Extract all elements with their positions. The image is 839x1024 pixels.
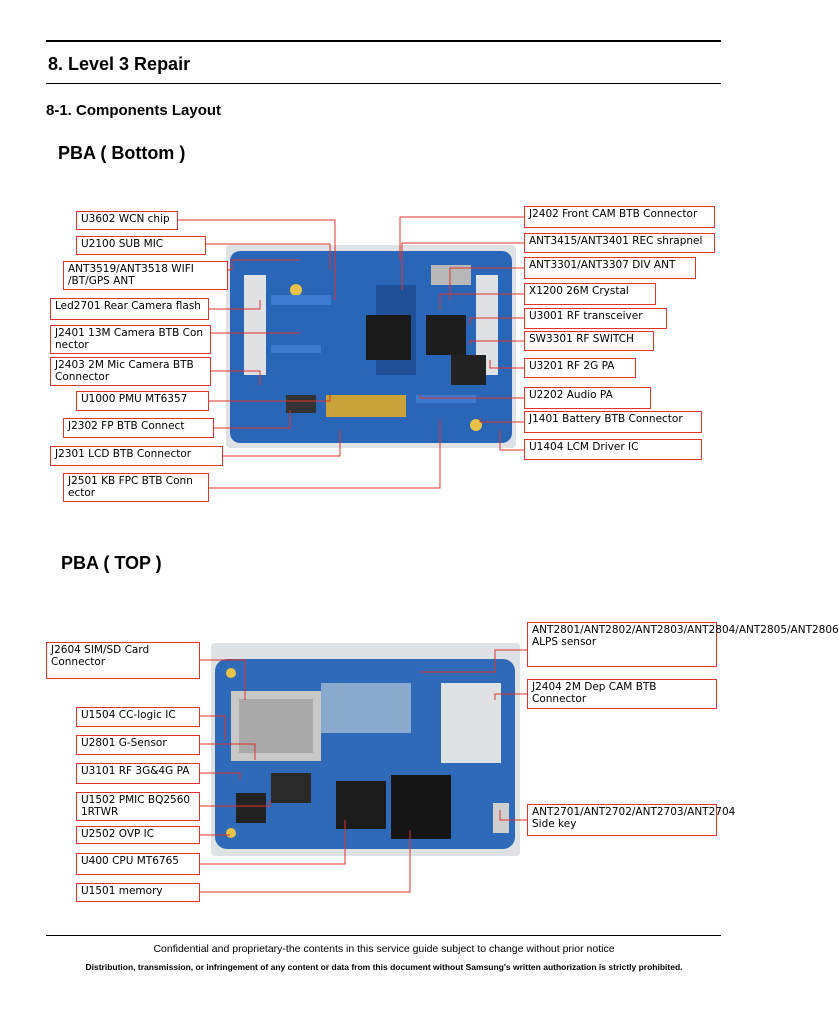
label-u2202: U2202 Audio PA [524, 387, 651, 409]
bottom-title: PBA ( Bottom ) [58, 143, 186, 163]
label-u400: U400 CPU MT6765 [76, 853, 200, 875]
top-rule [46, 40, 721, 42]
label-u3602: U3602 WCN chip [76, 211, 178, 230]
label-j2403: J2403 2M Mic Camera BTB Connector [50, 357, 211, 386]
label-u2502: U2502 OVP IC [76, 826, 200, 844]
subsection-title: 8-1. Components Layout [46, 102, 222, 119]
label-ant3519: ANT3519/ANT3518 WIFI /BT/GPS ANT [63, 261, 228, 290]
pba-bottom-board-photo [226, 245, 516, 448]
title-underline [46, 83, 721, 84]
label-u2801: U2801 G-Sensor [76, 735, 200, 755]
top-title: PBA ( TOP ) [61, 553, 162, 573]
label-j1401: J1401 Battery BTB Connector [524, 411, 702, 433]
label-u3201: U3201 RF 2G PA [524, 358, 636, 378]
label-j2501: J2501 KB FPC BTB Conn ector [63, 473, 209, 502]
label-sw3301: SW3301 RF SWITCH [524, 331, 654, 351]
label-x1200: X1200 26M Crystal [524, 283, 656, 305]
label-u1501: U1501 memory [76, 883, 200, 902]
label-j2402: J2402 Front CAM BTB Connector [524, 206, 715, 228]
label-u3101: U3101 RF 3G&4G PA [76, 763, 200, 784]
label-u1504: U1504 CC-logic IC [76, 707, 200, 727]
label-u1502: U1502 PMIC BQ2560 1RTWR [76, 792, 200, 821]
label-u1404: U1404 LCM Driver IC [524, 439, 702, 460]
label-led2701: Led2701 Rear Camera flash [50, 298, 209, 320]
label-u2100: U2100 SUB MIC [76, 236, 206, 255]
pba-top-board-photo [211, 643, 520, 856]
footer-confidential: Confidential and proprietary-the content… [153, 943, 615, 955]
label-u1000: U1000 PMU MT6357 [76, 391, 209, 411]
label-j2604: J2604 SIM/SD Card Connector [46, 642, 200, 679]
label-ant3301: ANT3301/ANT3307 DIV ANT [524, 257, 696, 279]
leader-lines [178, 216, 527, 893]
label-ant3415: ANT3415/ANT3401 REC shrapnel [524, 233, 715, 253]
footer-rule [46, 935, 721, 936]
label-j2401: J2401 13M Camera BTB Con nector [50, 325, 211, 354]
section-title: 8. Level 3 Repair [48, 54, 191, 74]
footer-distribution: Distribution, transmission, or infringem… [85, 962, 683, 972]
label-j2301: J2301 LCD BTB Connector [50, 446, 223, 466]
label-ant2801: ANT2801/ANT2802/ANT2803/ANT2804/ANT2805/… [527, 622, 839, 667]
label-u3001: U3001 RF transceiver [524, 308, 667, 329]
label-j2404: J2404 2M Dep CAM BTB Connector [527, 679, 717, 709]
label-ant2701: ANT2701/ANT2702/ANT2703/ANT2704 Side key [527, 804, 735, 836]
label-j2302: J2302 FP BTB Connect [63, 418, 214, 438]
